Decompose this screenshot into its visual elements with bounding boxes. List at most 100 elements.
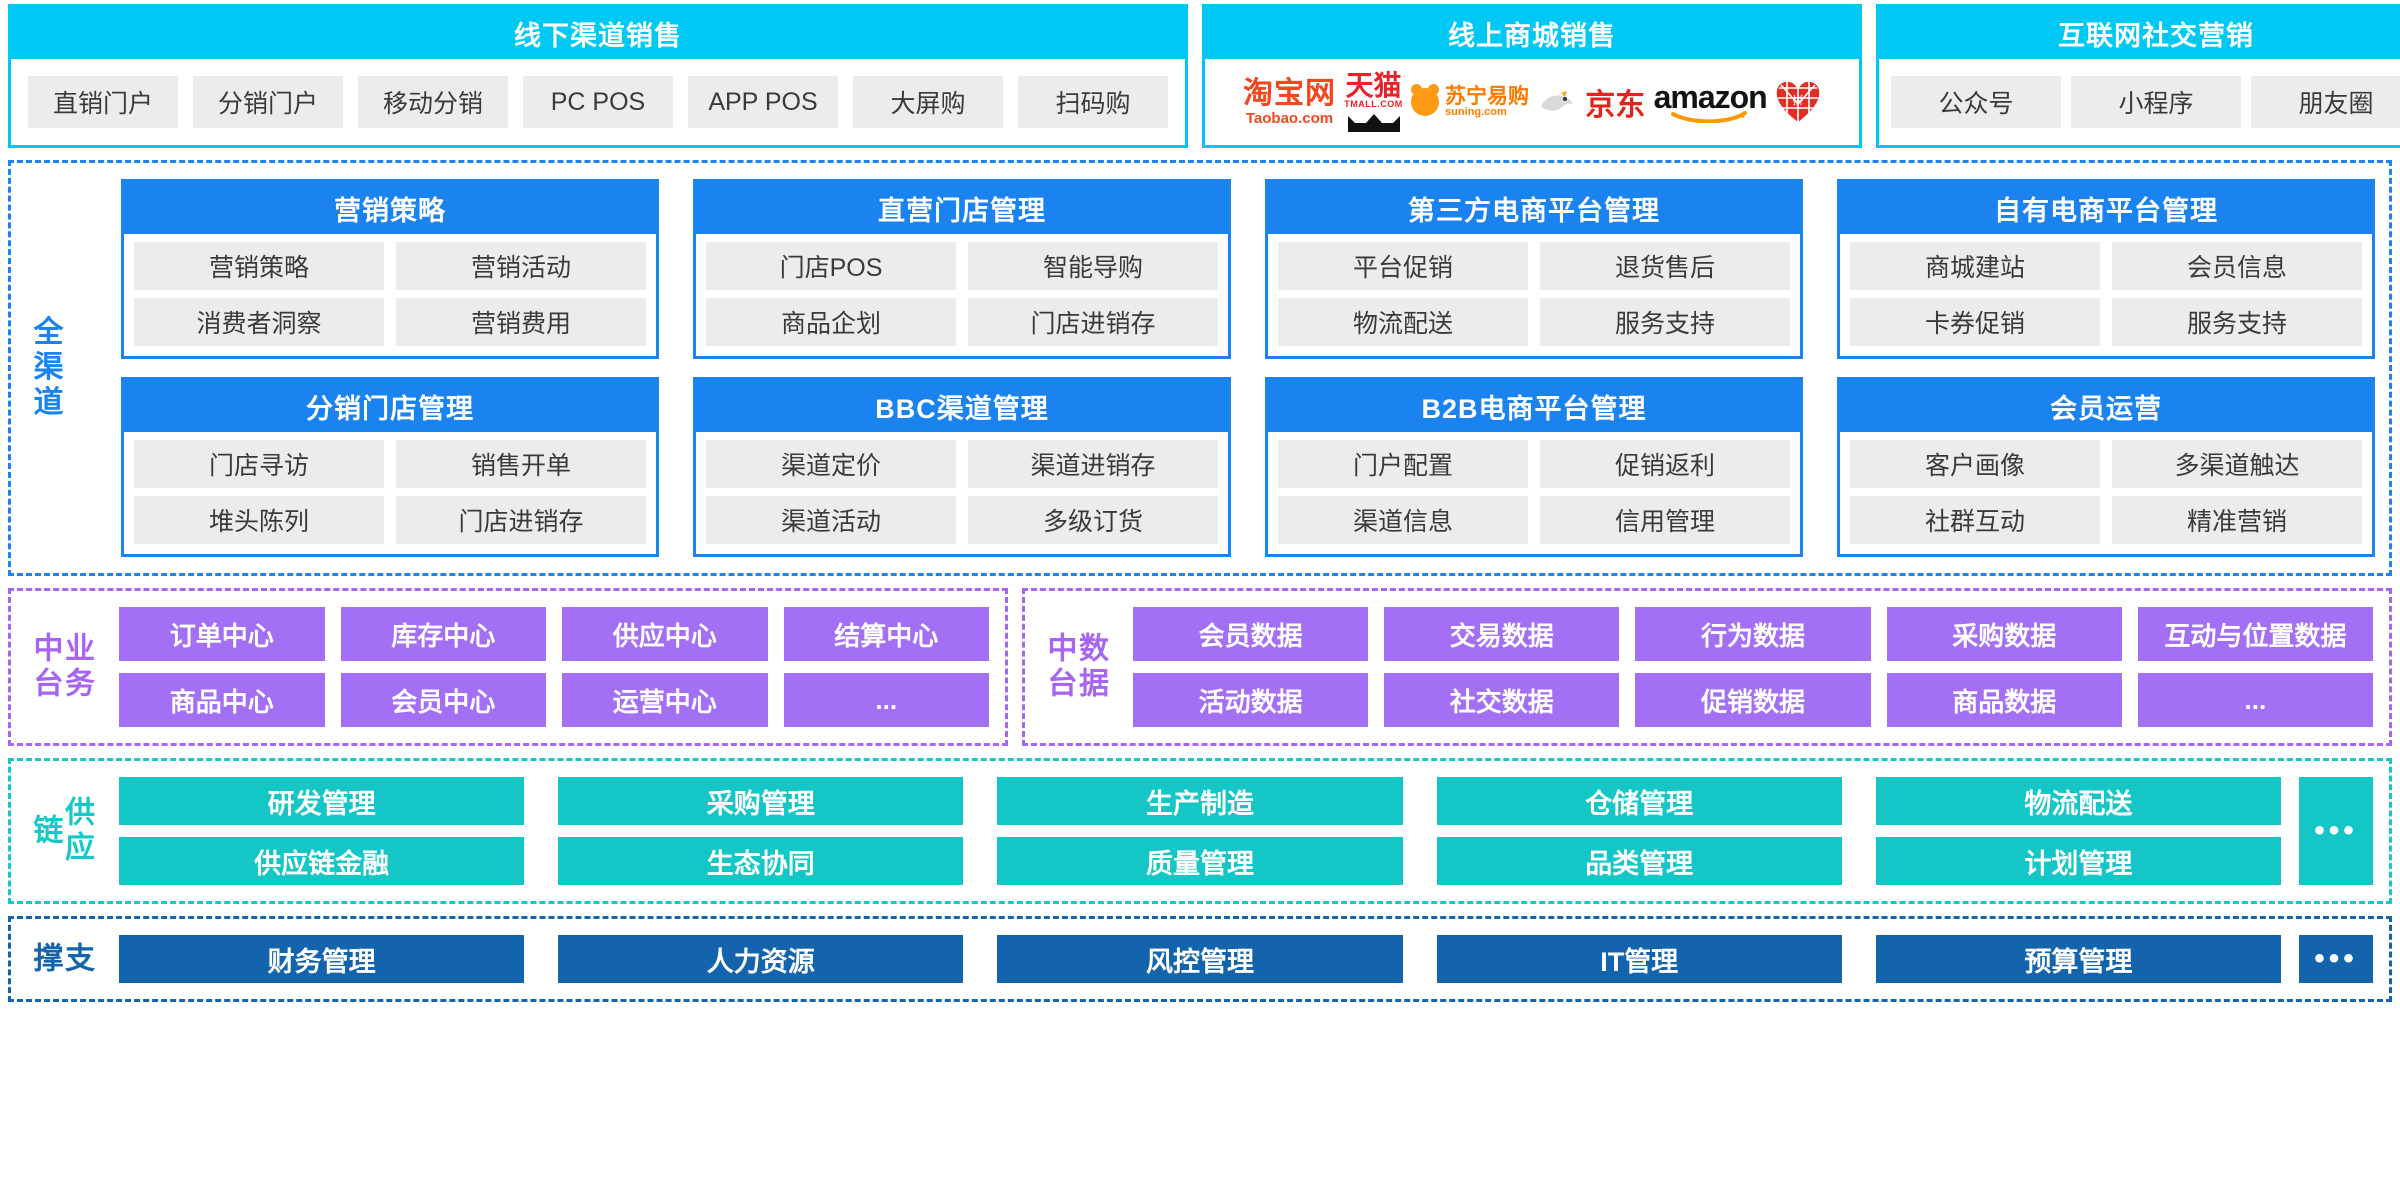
module-cell[interactable]: 多渠道触达 <box>2112 440 2362 488</box>
module-cell[interactable]: 社群互动 <box>1850 496 2100 544</box>
module-cell[interactable]: 精准营销 <box>2112 496 2362 544</box>
module-cell[interactable]: 营销策略 <box>134 242 384 290</box>
module-cell[interactable]: 多级订货 <box>968 496 1218 544</box>
module-cell[interactable]: 门店寻访 <box>134 440 384 488</box>
mid-cell[interactable]: 订单中心 <box>119 607 325 661</box>
pinduoduo-logo[interactable]: 拼 <box>1775 80 1821 124</box>
channel-chip[interactable]: 朋友圈 <box>2251 76 2400 128</box>
module-cell[interactable]: 服务支持 <box>1540 298 1790 346</box>
module-cell[interactable]: 门店进销存 <box>968 298 1218 346</box>
module-cell[interactable]: 商城建站 <box>1850 242 2100 290</box>
taobao-logo-cn: 淘宝网 <box>1243 76 1336 110</box>
module-cell[interactable]: 营销活动 <box>396 242 646 290</box>
module-cell[interactable]: 门店POS <box>706 242 956 290</box>
support-cell[interactable]: 预算管理 <box>1875 935 2281 983</box>
suning-logo-cn: 苏宁易购 <box>1445 85 1530 108</box>
module-cell[interactable]: 会员信息 <box>2112 242 2362 290</box>
module-cell[interactable]: 信用管理 <box>1540 496 1790 544</box>
module-cell[interactable]: 客户画像 <box>1850 440 2100 488</box>
jd-logo-cn: 京东 <box>1585 89 1646 122</box>
module-cell[interactable]: 退货售后 <box>1540 242 1790 290</box>
support-more-button[interactable]: ••• <box>2299 935 2373 983</box>
channel-chip[interactable]: 公众号 <box>1891 76 2061 128</box>
module-cell[interactable]: 渠道活动 <box>706 496 956 544</box>
mid-cell[interactable]: 会员数据 <box>1133 607 1369 661</box>
amazon-logo[interactable]: amazon <box>1654 81 1768 123</box>
tmall-cat-icon <box>1347 114 1400 132</box>
module-cell[interactable]: 卡券促销 <box>1850 298 2100 346</box>
supply-chain-cell[interactable]: 计划管理 <box>1875 837 2281 885</box>
support-cell[interactable]: 人力资源 <box>558 935 964 983</box>
module-cells: 平台促销 退货售后 物流配送 服务支持 <box>1268 234 1800 356</box>
supply-chain-cell[interactable]: 仓储管理 <box>1436 777 1842 825</box>
supply-chain-cell[interactable]: 质量管理 <box>997 837 1403 885</box>
support-cell[interactable]: 财务管理 <box>119 935 525 983</box>
mid-cell[interactable]: 商品中心 <box>119 673 325 727</box>
channel-chip[interactable]: 小程序 <box>2071 76 2241 128</box>
taobao-logo[interactable]: 淘宝网 Taobao.com <box>1243 76 1336 126</box>
mid-cell[interactable]: 库存中心 <box>340 607 546 661</box>
channel-chip[interactable]: 移动分销 <box>358 76 508 128</box>
online-mall-card: 线上商城销售 淘宝网 Taobao.com 天猫 TMALL.COM <box>1202 4 1862 148</box>
suning-logo-en: suning.com <box>1445 106 1507 118</box>
data-mid-platform-label: 数据中台 <box>1042 632 1108 702</box>
supply-chain-more-button[interactable]: ••• <box>2299 777 2373 885</box>
channel-bar: 线下渠道销售 直销门户 分销门户 移动分销 PC POS APP POS 大屏购… <box>8 0 2400 148</box>
channel-chip[interactable]: 大屏购 <box>853 76 1003 128</box>
mid-cell[interactable]: 采购数据 <box>1886 607 2122 661</box>
support-grid: 财务管理 人力资源 风控管理 IT管理 预算管理 <box>119 935 2281 983</box>
module-cell[interactable]: 渠道定价 <box>706 440 956 488</box>
module-cell[interactable]: 促销返利 <box>1540 440 1790 488</box>
supply-chain-cell[interactable]: 采购管理 <box>558 777 964 825</box>
social-marketing-title: 互联网社交营销 <box>1879 7 2400 59</box>
mid-cell[interactable]: 社交数据 <box>1384 673 1620 727</box>
module-cell[interactable]: 渠道信息 <box>1278 496 1528 544</box>
supply-chain-cell[interactable]: 品类管理 <box>1436 837 1842 885</box>
module-cell[interactable]: 消费者洞察 <box>134 298 384 346</box>
tmall-logo[interactable]: 天猫 TMALL.COM <box>1344 72 1403 132</box>
module-cell[interactable]: 平台促销 <box>1278 242 1528 290</box>
module-cell[interactable]: 服务支持 <box>2112 298 2362 346</box>
mid-cell[interactable]: 行为数据 <box>1635 607 1871 661</box>
mid-cell[interactable]: 结算中心 <box>783 607 989 661</box>
mid-cell[interactable]: 交易数据 <box>1384 607 1620 661</box>
supply-chain-cell[interactable]: 生产制造 <box>997 777 1403 825</box>
mid-platform-row: 业务中台 订单中心 库存中心 供应中心 结算中心 商品中心 会员中心 运营中心 … <box>8 588 2392 746</box>
supply-chain-cell[interactable]: 生态协同 <box>558 837 964 885</box>
module-title: B2B电商平台管理 <box>1268 380 1800 432</box>
mid-cell[interactable]: 供应中心 <box>562 607 768 661</box>
channel-chip[interactable]: 扫码购 <box>1018 76 1168 128</box>
module-title: 自有电商平台管理 <box>1840 182 2372 234</box>
mid-cell[interactable]: 促销数据 <box>1635 673 1871 727</box>
mid-cell-more[interactable]: ... <box>783 673 989 727</box>
module-cell[interactable]: 物流配送 <box>1278 298 1528 346</box>
mid-cell[interactable]: 互动与位置数据 <box>2137 607 2373 661</box>
jd-logo[interactable]: 京东 <box>1537 80 1645 124</box>
module-cell[interactable]: 门户配置 <box>1278 440 1528 488</box>
module-cell[interactable]: 渠道进销存 <box>968 440 1218 488</box>
mid-cell[interactable]: 商品数据 <box>1886 673 2122 727</box>
module-cell[interactable]: 门店进销存 <box>396 496 646 544</box>
channel-chip[interactable]: 分销门户 <box>193 76 343 128</box>
support-cell[interactable]: 风控管理 <box>997 935 1403 983</box>
module-cell[interactable]: 销售开单 <box>396 440 646 488</box>
suning-logo[interactable]: 苏宁易购 suning.com <box>1411 84 1530 118</box>
channel-chip[interactable]: APP POS <box>688 76 838 128</box>
supply-chain-cell[interactable]: 物流配送 <box>1875 777 2281 825</box>
module-cell[interactable]: 营销费用 <box>396 298 646 346</box>
channel-chip[interactable]: PC POS <box>523 76 673 128</box>
mid-cell[interactable]: 运营中心 <box>562 673 768 727</box>
supply-chain-cell[interactable]: 供应链金融 <box>119 837 525 885</box>
channel-chip[interactable]: 直销门户 <box>28 76 178 128</box>
module-cell[interactable]: 堆头陈列 <box>134 496 384 544</box>
mid-cell[interactable]: 会员中心 <box>340 673 546 727</box>
module-cells: 客户画像 多渠道触达 社群互动 精准营销 <box>1840 432 2372 554</box>
mid-cell[interactable]: 活动数据 <box>1133 673 1369 727</box>
module-cells: 营销策略 营销活动 消费者洞察 营销费用 <box>124 234 656 356</box>
support-cell[interactable]: IT管理 <box>1436 935 1842 983</box>
supply-chain-cell[interactable]: 研发管理 <box>119 777 525 825</box>
mid-cell-more[interactable]: ... <box>2137 673 2373 727</box>
module-cell[interactable]: 智能导购 <box>968 242 1218 290</box>
module-cell[interactable]: 商品企划 <box>706 298 956 346</box>
module-card: 会员运营 客户画像 多渠道触达 社群互动 精准营销 <box>1837 377 2375 557</box>
